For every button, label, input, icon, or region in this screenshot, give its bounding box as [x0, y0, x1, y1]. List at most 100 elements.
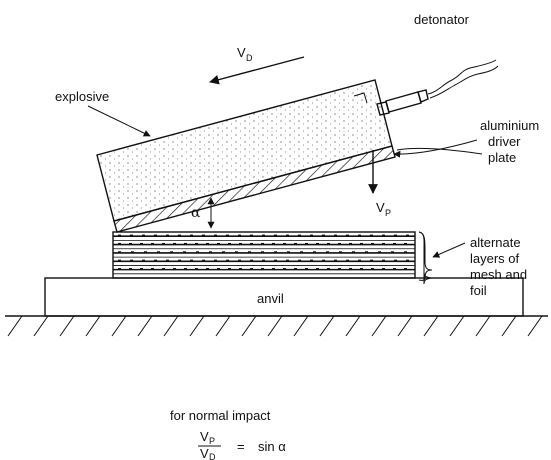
mesh-dot [196, 251, 199, 253]
mesh-dot [151, 268, 154, 270]
mesh-dot [272, 242, 275, 245]
mesh-dot [250, 234, 253, 237]
layers-label-line3: mesh and [470, 267, 527, 282]
mesh-dot [118, 242, 121, 245]
mesh-dot [338, 242, 341, 245]
mesh-dot [214, 259, 217, 262]
mesh-dot [238, 259, 241, 262]
mesh-dot [226, 234, 229, 237]
mesh-dot [261, 251, 264, 253]
mesh-dot [349, 242, 352, 245]
fraction-numerator-subscript: P [209, 436, 215, 446]
mesh-dot [130, 259, 133, 262]
mesh-dot [129, 268, 132, 270]
mesh-dot [272, 268, 275, 270]
mesh-dot [248, 251, 251, 253]
mesh-dot [406, 234, 409, 237]
mesh-dot [339, 251, 342, 253]
sin-alpha: sin α [258, 439, 286, 454]
mesh-dot [404, 242, 407, 245]
mesh-dot [393, 268, 396, 270]
mesh-dot [286, 234, 289, 237]
mesh-dot [371, 242, 374, 245]
mesh-dot [283, 268, 286, 270]
mesh-dot [286, 259, 289, 262]
mesh-dot [239, 242, 242, 245]
caption: for normal impact V P V D = sin α [170, 408, 286, 460]
fraction-denominator-subscript: D [209, 452, 216, 460]
driver-label-line2: driver [488, 134, 521, 149]
mesh-dot [349, 268, 352, 270]
mesh-dot [326, 251, 329, 253]
mesh-dot [239, 268, 242, 270]
ground-hatch-tick [111, 315, 127, 337]
equals-sign: = [237, 439, 245, 454]
mesh-dot [316, 268, 319, 270]
mesh-dot [346, 234, 349, 237]
mesh-dot [370, 259, 373, 262]
mesh-dot [338, 268, 341, 270]
ground-hatch-tick [319, 315, 335, 337]
mesh-dot [202, 259, 205, 262]
driver-label-line3: plate [488, 150, 516, 165]
mesh-dot [209, 251, 212, 253]
mesh-dot [334, 234, 337, 237]
mesh-dot [404, 268, 407, 270]
ground-hatch-tick [59, 315, 75, 337]
fraction-denominator: V [200, 446, 209, 460]
mesh-dot [250, 242, 253, 245]
mesh-dot [151, 242, 154, 245]
ground-hatch-tick [85, 315, 101, 337]
driver-label-line1: aluminium [480, 118, 539, 133]
mesh-dot [352, 251, 355, 253]
mesh-dot [206, 268, 209, 270]
mesh-dot [287, 251, 290, 253]
mesh-dot [162, 242, 165, 245]
mesh-dot [130, 234, 133, 237]
mesh-dot [371, 268, 374, 270]
mesh-dot [404, 251, 407, 253]
mesh-dot [190, 259, 193, 262]
ground-hatch-tick [397, 315, 413, 337]
ground-hatch-tick [241, 315, 257, 337]
mesh-dot [131, 251, 134, 253]
mesh-dot [157, 251, 160, 253]
ground-hatch-tick [293, 315, 309, 337]
mesh-dot [154, 259, 157, 262]
mesh-dot [360, 268, 363, 270]
mesh-dot [394, 259, 397, 262]
mesh-dot [300, 251, 303, 253]
vp-label: V [376, 200, 385, 215]
mesh-dot [393, 242, 396, 245]
mesh-dot [370, 234, 373, 237]
ground-hatch-tick [345, 315, 361, 337]
mesh-dot [327, 268, 330, 270]
mesh-dot [184, 242, 187, 245]
mesh-dot [140, 268, 143, 270]
fraction-numerator: V [200, 429, 209, 444]
layers-callout: alternate layers of mesh and foil [432, 235, 527, 298]
mesh-dot [228, 242, 231, 245]
explosive-charge [96, 79, 393, 222]
vd-subscript: D [246, 53, 253, 63]
caption-line1: for normal impact [170, 408, 271, 423]
ground-hatch-tick [371, 315, 387, 337]
mesh-dot [183, 251, 186, 253]
mesh-dot [226, 259, 229, 262]
mesh-dot [140, 242, 143, 245]
mesh-dot [358, 259, 361, 262]
mesh-dot [298, 234, 301, 237]
mesh-dot [217, 268, 220, 270]
anvil-label: anvil [257, 291, 284, 306]
mesh-dot [190, 234, 193, 237]
mesh-dot [382, 234, 385, 237]
mesh-dot [322, 234, 325, 237]
mesh-dot [154, 234, 157, 237]
ground-hatch-tick [33, 315, 49, 337]
mesh-dot [294, 268, 297, 270]
ground-hatch-tick [423, 315, 439, 337]
mesh-dot [382, 259, 385, 262]
mesh-dot [202, 234, 205, 237]
ground-hatching [5, 315, 548, 337]
